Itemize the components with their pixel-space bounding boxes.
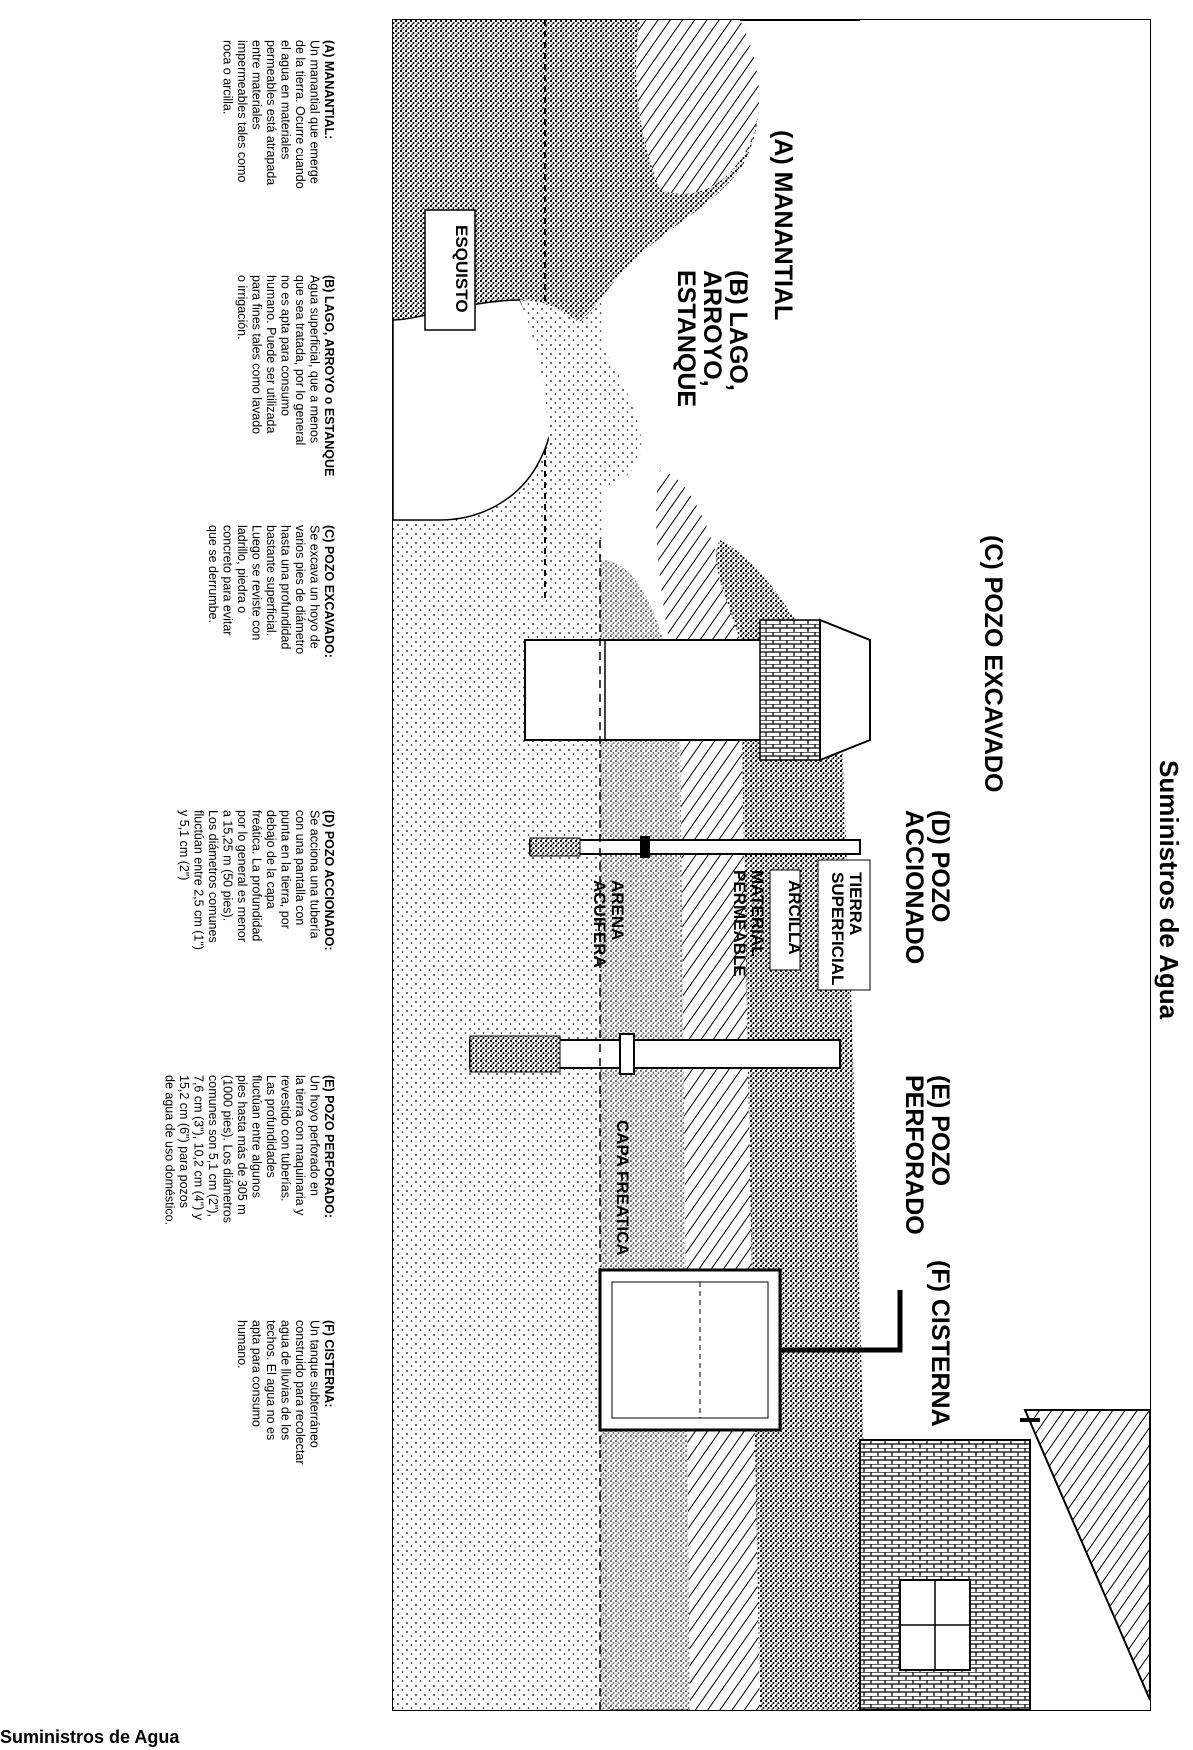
description-f-line: humano. xyxy=(235,1320,249,1369)
label-arena-1: ARENA xyxy=(608,880,627,940)
description-e-line: revestido con tuberías. xyxy=(279,1075,293,1201)
label-tierra-1: TIERRA xyxy=(846,872,865,935)
description-c-line: Se excava un hoyo de xyxy=(308,525,322,649)
label-esquisto: ESQUISTO xyxy=(452,225,471,313)
description-c-line: bastante superficial. xyxy=(264,525,278,636)
description-d-line: Los diámetros comunes xyxy=(206,810,220,943)
description-d-line: a 15,25 m (50 pies). xyxy=(221,810,235,921)
description-a-line: permeables está atrapada xyxy=(264,40,278,185)
description-f-line: construido para recolectar xyxy=(293,1320,307,1465)
dug-well-shaft xyxy=(525,640,795,740)
label-pozo-excavado: (C) POZO EXCAVADO xyxy=(979,535,1007,792)
driven-well-coupling xyxy=(640,836,650,858)
description-b-line: para fines tales como lavado xyxy=(250,275,264,434)
label-arcilla: ARCILLA xyxy=(785,880,804,955)
label-pozo-accionado-2: ACCIONADO xyxy=(900,810,928,964)
dug-well-roof xyxy=(820,620,870,760)
description-a-line: el agua en materiales xyxy=(279,40,293,160)
description-a-line: entre materiales xyxy=(250,40,264,130)
esquisto-label: ESQUISTO xyxy=(452,225,471,313)
description-f-line: agua de lluvias de los xyxy=(279,1320,293,1440)
description-a-line: de la tierra. Ocurre cuando xyxy=(293,40,307,189)
description-b-line: (B) LAGO, ARROYO o ESTANQUE xyxy=(322,275,336,476)
label-arena-2: ACUIFERA xyxy=(590,880,609,968)
label-material-2: PERMEABLE xyxy=(730,870,749,977)
label-cisterna: (F) CISTERNA xyxy=(926,1260,954,1427)
driven-well-screen xyxy=(530,838,580,856)
description-c-line: Luego se reviste con xyxy=(250,525,264,640)
description-a-line: roca o arcilla. xyxy=(221,40,235,114)
description-e-line: (E) POZO PERFORADO: xyxy=(322,1075,336,1218)
description-c-line: que se derrumbe. xyxy=(206,525,220,623)
label-lago-3: ESTANQUE xyxy=(672,270,700,407)
description-c-line: varios pies de diámetro xyxy=(293,525,307,654)
description-a-line: impermeables tales como xyxy=(235,40,249,182)
page-title: Suministros de Agua xyxy=(1154,760,1184,1020)
label-capa-freatica: CAPA FREATICA xyxy=(613,1120,632,1256)
description-f-line: (F) CISTERNA: xyxy=(322,1320,336,1408)
description-b-line: o irrigación. xyxy=(235,275,249,340)
description-c-line: hasta una profundidad xyxy=(279,525,293,649)
label-manantial: (A) MANANTIAL xyxy=(769,130,797,320)
description-b-line: Agua superficial, que a menos xyxy=(308,275,322,443)
description-e-line: de agua de uso doméstico. xyxy=(163,1075,177,1225)
description-d-line: fluctúan entre 2,5 cm (1") xyxy=(192,810,206,950)
dug-well-brick xyxy=(760,620,820,760)
description-e-line: Las profundidades xyxy=(264,1075,278,1178)
descriptions: (A) MANANTIAL:Un manantial que emergede … xyxy=(163,40,337,1465)
description-e-line: fluctúan entre algunos xyxy=(250,1075,264,1198)
description-d-line: y 5,1 cm (2") xyxy=(177,810,191,880)
description-e-line: la tierra con maquinaria y xyxy=(293,1075,307,1216)
description-d-line: Se acciona una tubería xyxy=(308,810,322,939)
description-f-line: apta para consumo xyxy=(250,1320,264,1427)
description-d-line: con una pantalla con xyxy=(293,810,307,925)
description-d-line: debajo de la capa xyxy=(264,810,278,909)
label-material-1: MATERIAL xyxy=(748,870,767,957)
drilled-well-seal xyxy=(620,1034,634,1074)
description-a-line: (A) MANANTIAL: xyxy=(322,40,336,139)
footer-text: Suministros de Agua xyxy=(0,1727,180,1747)
description-e-line: (1000 pies). Los diámetros xyxy=(221,1075,235,1223)
description-d-line: freática. La profundidad xyxy=(250,810,264,941)
label-pozo-perforado-2: PERFORADO xyxy=(900,1075,928,1235)
label-tierra-2: SUPERFICIAL xyxy=(828,872,847,985)
description-c-line: (C) POZO EXCAVADO: xyxy=(322,525,336,658)
description-e-line: pies hasta más de 305 m xyxy=(235,1075,249,1215)
label-pozo-accionado-1: (D) POZO xyxy=(926,810,954,923)
description-e-line: 15,2 cm (6") para pozos xyxy=(177,1075,191,1208)
description-c-line: concreto para evitar xyxy=(221,525,235,635)
label-lago-2: ARROYO, xyxy=(698,270,726,387)
description-b-line: que sea tratada, por lo general xyxy=(293,275,307,445)
description-d-line: (D) POZO ACCIONADO: xyxy=(322,810,336,951)
description-e-line: Un hoyo perforado en xyxy=(308,1075,322,1196)
label-pozo-perforado-1: (E) POZO xyxy=(926,1075,954,1186)
description-f-line: Un tanque subterráneo xyxy=(308,1320,322,1448)
description-b-line: no es apta para consumo xyxy=(279,275,293,416)
description-b-line: humano. Puede ser utilizada xyxy=(264,275,278,433)
description-c-line: ladrillo, piedra o xyxy=(235,525,249,613)
cistern-tank xyxy=(600,1270,780,1430)
description-d-line: punta en la tierra, por xyxy=(279,810,293,929)
description-a-line: Un manantial que emerge xyxy=(308,40,322,184)
description-f-line: techos. El agua no es xyxy=(264,1320,278,1440)
label-lago-1: (B) LAGO, xyxy=(724,270,752,391)
description-d-line: por lo general es menor xyxy=(235,810,249,942)
drilled-well-screen xyxy=(470,1036,560,1072)
description-e-line: comunes son 5,1 cm (2"), xyxy=(206,1075,220,1217)
description-e-line: 7,6 cm (3"), 10,2 cm (4") y xyxy=(192,1075,206,1221)
